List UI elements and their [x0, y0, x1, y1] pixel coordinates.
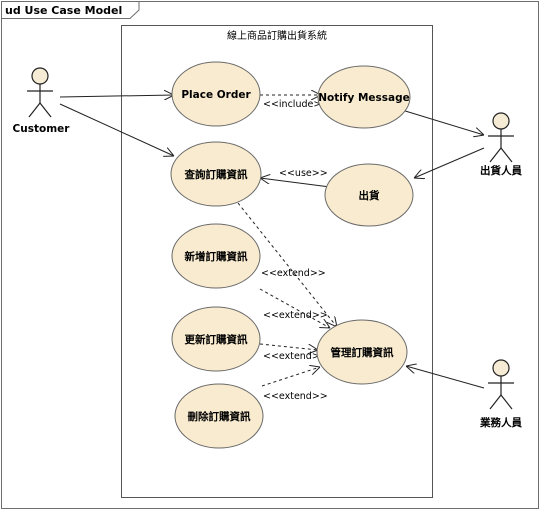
actor-sales: 業務人員 — [479, 359, 522, 429]
use-case-label: 查詢訂購資訊 — [184, 168, 248, 181]
use-case-manage-order: 管理訂購資訊 — [316, 319, 408, 385]
use-case-place-order: Place Order — [171, 61, 261, 127]
system-title: 線上商品訂購出貨系統 — [227, 29, 327, 42]
use-case-label: 刪除訂購資訊 — [188, 410, 251, 423]
use-case-delete-order: 刪除訂購資訊 — [174, 383, 264, 449]
assoc-shipper-ship — [414, 147, 485, 178]
frame-tab — [1, 1, 140, 19]
use-case-label: 更新訂購資訊 — [185, 333, 248, 346]
stick-figure-icon — [27, 67, 53, 118]
extend-query-manage — [237, 202, 337, 327]
use-case-label: 新增訂購資訊 — [185, 250, 248, 263]
assoc-sales-manage — [406, 366, 485, 389]
use-case-label: 管理訂購資訊 — [331, 346, 394, 359]
use-case-label: Place Order — [181, 89, 251, 101]
actor-label: 業務人員 — [479, 416, 522, 429]
use-ship-query — [260, 178, 331, 188]
use-case-notify-message: Notify Message — [317, 65, 411, 129]
stereotype-extend-update: <<extend>> — [263, 351, 328, 362]
extend-add-manage — [259, 288, 330, 328]
stereotype-extend-query: <<extend>> — [261, 268, 326, 279]
actor-label: 出貨人員 — [480, 164, 522, 177]
use-case-query-order: 查詢訂購資訊 — [170, 141, 262, 207]
use-case-label: Notify Message — [318, 92, 409, 104]
stereotype-extend-delete: <<extend>> — [263, 391, 328, 402]
actor-customer: Customer — [13, 67, 71, 135]
assoc-customer-query-order — [59, 103, 174, 156]
assoc-customer-place-order — [59, 95, 174, 97]
stereotype-use: <<use>> — [279, 168, 328, 179]
extend-update-manage — [259, 343, 318, 350]
frame-title: ud Use Case Model — [5, 4, 122, 17]
use-case-label: 出貨 — [359, 189, 380, 202]
assoc-notify-shipper — [401, 109, 484, 135]
actor-label: Customer — [13, 123, 71, 135]
actor-shipper: 出貨人員 — [480, 112, 522, 177]
use-case-ship: 出貨 — [324, 163, 414, 227]
use-case-update-order: 更新訂購資訊 — [171, 306, 261, 372]
stereotype-include: <<include>> — [263, 99, 329, 110]
stick-figure-icon — [488, 359, 514, 410]
extend-delete-manage — [261, 367, 320, 387]
stereotype-extend-add: <<extend>> — [263, 310, 328, 321]
use-case-add-order: 新增訂購資訊 — [171, 223, 261, 289]
stick-figure-icon — [488, 112, 514, 163]
